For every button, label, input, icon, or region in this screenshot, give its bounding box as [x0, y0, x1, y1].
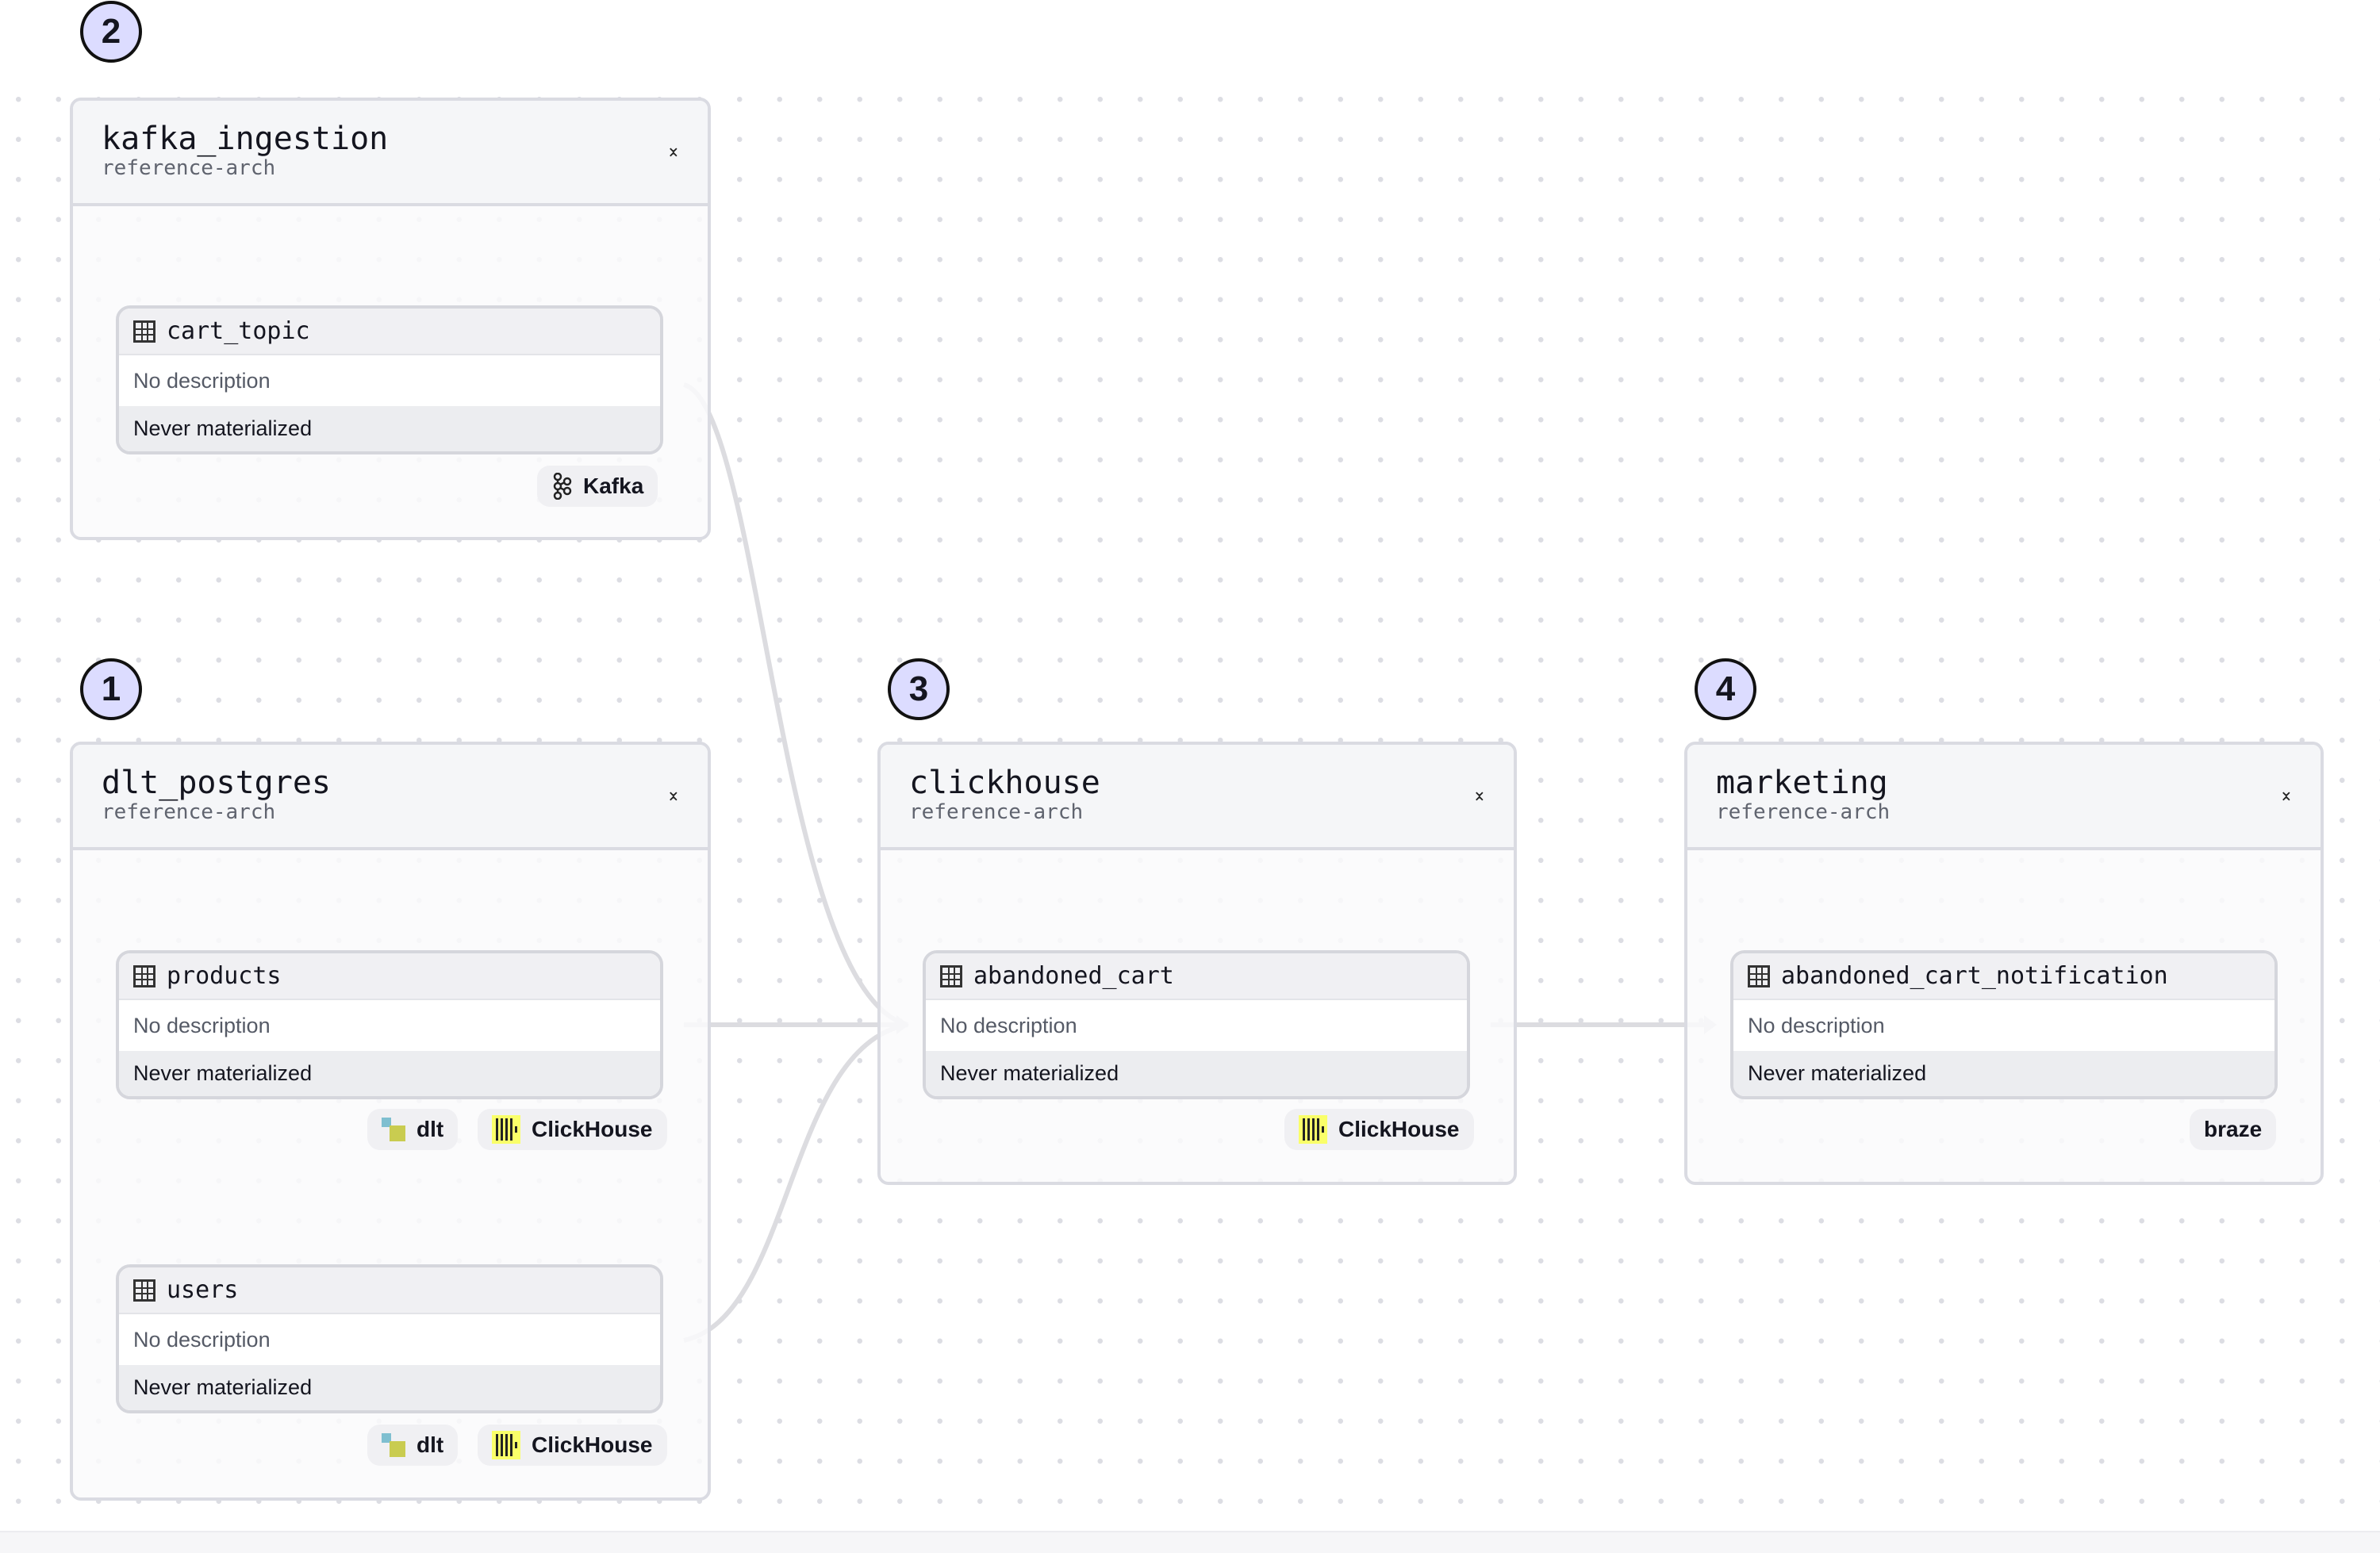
table-icon	[1748, 964, 1770, 987]
edge-cart_topic-abandoned_cart	[682, 382, 908, 1027]
table-icon	[133, 1279, 155, 1302]
asset-card-users[interactable]: users No description Never materialized	[116, 1264, 663, 1413]
kind-tag-clickhouse: ClickHouse	[478, 1425, 667, 1466]
asset-description: No description	[1733, 1000, 2274, 1051]
asset-card-abandoned_cart[interactable]: abandoned_cart No description Never mate…	[923, 950, 1470, 1099]
asset-card-abandoned_cart_notification[interactable]: abandoned_cart_notification No descripti…	[1730, 950, 2278, 1099]
group-title: clickhouse	[909, 765, 1100, 801]
asset-name: products	[167, 962, 282, 990]
step-badge-3: 3	[888, 658, 950, 720]
asset-name: cart_topic	[167, 317, 310, 345]
collapse-icon[interactable]: ⌄⌃	[1472, 780, 1487, 813]
asset-name: users	[167, 1276, 239, 1304]
step-badge-4: 4	[1695, 658, 1756, 720]
collapse-icon[interactable]: ⌄⌃	[666, 136, 681, 169]
dlt-icon	[382, 1118, 405, 1141]
tag-label: ClickHouse	[532, 1432, 653, 1457]
canvas-top	[0, 0, 2380, 79]
asset-status: Never materialized	[926, 1051, 1467, 1096]
asset-name: abandoned_cart_notification	[1781, 962, 2168, 990]
group-header: kafka_ingestion reference-arch ⌄⌃	[73, 101, 708, 206]
kind-tag-kafka: Kafka	[537, 466, 658, 507]
group-subtitle: reference-arch	[1716, 800, 1891, 824]
tag-label: Kafka	[583, 474, 644, 498]
clickhouse-icon	[492, 1431, 520, 1459]
tag-label: ClickHouse	[1338, 1117, 1460, 1141]
bottom-bar	[0, 1531, 2380, 1553]
tag-label: dlt	[416, 1117, 444, 1141]
group-title: dlt_postgres	[102, 765, 331, 801]
asset-description: No description	[119, 1314, 660, 1365]
asset-card-products[interactable]: products No description Never materializ…	[116, 950, 663, 1099]
group-subtitle: reference-arch	[102, 156, 276, 180]
table-icon	[133, 964, 155, 987]
clickhouse-icon	[492, 1115, 520, 1144]
group-subtitle: reference-arch	[909, 800, 1084, 824]
kafka-icon	[553, 473, 572, 500]
kind-tag-dlt: dlt	[367, 1425, 459, 1466]
group-subtitle: reference-arch	[102, 800, 276, 824]
table-icon	[940, 964, 962, 987]
tag-label: dlt	[416, 1432, 444, 1457]
collapse-icon[interactable]: ⌄⌃	[666, 780, 681, 813]
clickhouse-icon	[1299, 1115, 1327, 1144]
asset-status: Never materialized	[119, 406, 660, 451]
step-badge-1: 1	[80, 658, 142, 720]
group-header: dlt_postgres reference-arch ⌄⌃	[73, 745, 708, 850]
dlt-icon	[382, 1433, 405, 1457]
asset-status: Never materialized	[1733, 1051, 2274, 1096]
asset-description: No description	[119, 1000, 660, 1051]
tag-label: braze	[2204, 1117, 2263, 1141]
asset-status: Never materialized	[119, 1051, 660, 1096]
table-icon	[133, 320, 155, 343]
group-title: marketing	[1716, 765, 1888, 801]
kind-tag-clickhouse: ClickHouse	[478, 1109, 667, 1150]
group-title: kafka_ingestion	[102, 121, 389, 157]
kind-tag-dlt: dlt	[367, 1109, 459, 1150]
group-header: marketing reference-arch ⌄⌃	[1687, 745, 2320, 850]
tag-label: ClickHouse	[532, 1117, 653, 1141]
kind-tag-braze: braze	[2190, 1109, 2277, 1150]
asset-description: No description	[926, 1000, 1467, 1051]
asset-card-cart_topic[interactable]: cart_topic No description Never material…	[116, 305, 663, 454]
step-badge-2: 2	[80, 1, 142, 63]
kind-tag-clickhouse: ClickHouse	[1284, 1109, 1474, 1150]
group-header: clickhouse reference-arch ⌄⌃	[881, 745, 1514, 850]
asset-description: No description	[119, 355, 660, 406]
asset-status: Never materialized	[119, 1365, 660, 1410]
collapse-icon[interactable]: ⌄⌃	[2278, 780, 2294, 813]
asset-name: abandoned_cart	[973, 962, 1174, 990]
edge-users-abandoned_cart	[683, 1022, 908, 1343]
